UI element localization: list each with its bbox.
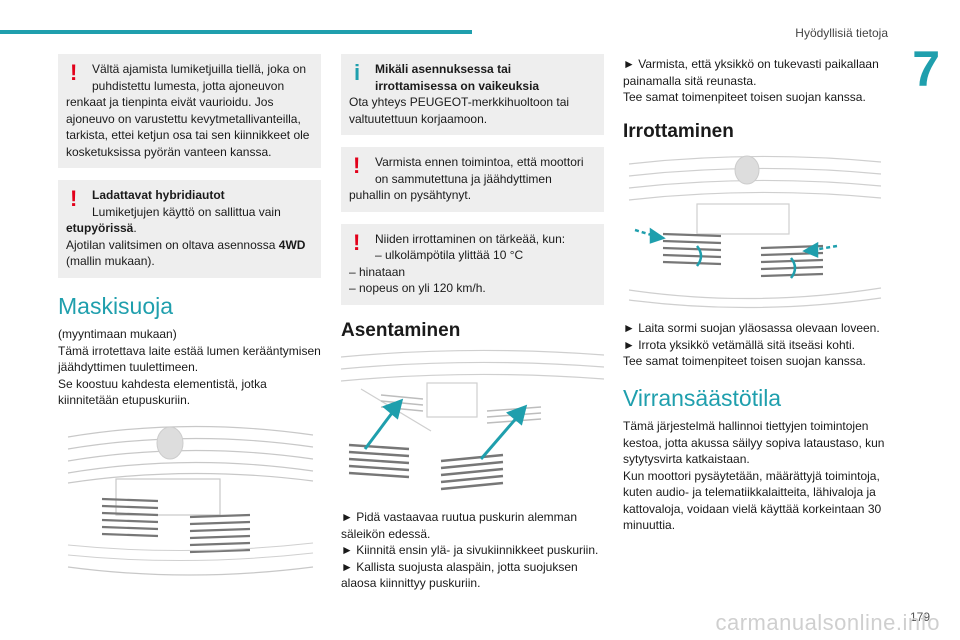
heading-virransaastotila: Virransäästötila (623, 384, 782, 411)
paragraph: Tee samat toimenpiteet toisen suojan kan… (623, 354, 866, 368)
paragraph: Tämä irrotettava laite estää lumen kerää… (58, 343, 321, 375)
section-title: Hyödyllisiä tietoja (795, 26, 888, 40)
info-icon: i (354, 60, 361, 85)
warning-text: Varmista ennen toimintoa, että moottori (375, 155, 584, 169)
warning-text: Lumiketjujen käyttö on sallittua vain (92, 204, 281, 219)
paragraph: Kun moottori pysäytetään, määrättyjä toi… (623, 468, 882, 533)
figure-removal (623, 150, 886, 310)
warning-text: Ajotilan valitsimen on oltava asennossa (66, 237, 279, 252)
header-accent-bar (0, 30, 472, 34)
instruction-step: ► Irrota yksikkö vetämällä sitä itseäsi … (623, 337, 855, 352)
instruction-step: ► Varmista, että yksikkö on tukevasti pa… (623, 57, 879, 88)
warning-box-snow-chains: ! Vältä ajamista lumiketjuilla tiellä, j… (58, 54, 321, 168)
column-3: ► Varmista, että yksikkö on tukevasti pa… (623, 54, 886, 534)
paragraph: Tee samat toimenpiteet toisen suojan kan… (623, 90, 866, 104)
exclamation-icon: ! (353, 153, 361, 178)
heading-asentaminen: Asentaminen (341, 319, 461, 341)
heading-irrottaminen: Irrottaminen (623, 120, 734, 142)
paragraph: Se koostuu kahdesta elementistä, jotka k… (58, 376, 267, 408)
instruction-step: ► Laita sormi suojan yläosassa olevaan l… (623, 321, 880, 335)
punctuation: . (133, 221, 137, 235)
warning-text: (mallin mukaan). (66, 254, 155, 268)
paragraph: (myyntimaan mukaan) (58, 327, 177, 341)
column-2: i Mikäli asennuksessa tai irrottamisessa… (341, 54, 604, 592)
warning-text: Vältä ajamista lumiketjuilla tiellä, jok… (92, 62, 307, 76)
page-number: 179 (909, 610, 930, 624)
info-title: Mikäli asennuksessa tai (375, 62, 512, 76)
warning-emphasis: 4WD (278, 237, 306, 252)
exclamation-icon: ! (70, 60, 78, 85)
warning-box-removal-conditions: ! Niiden irrottaminen on tärkeää, kun: –… (341, 223, 604, 305)
warning-text: Niiden irrottaminen on tärkeää, kun: (375, 231, 566, 246)
warning-text: on sammutettuna ja jäähdyttimen (375, 171, 552, 186)
chapter-number: 7 (912, 41, 940, 97)
paragraph: Tämä järjestelmä hallinnoi tiettyjen toi… (623, 419, 885, 466)
instruction-step: ► Pidä vastaavaa ruutua puskurin alemman… (341, 510, 578, 541)
warning-list-item: – ulkolämpötila ylittää 10 °C (375, 248, 524, 262)
instruction-step: ► Kiinnitä ensin ylä- ja sivukiinnikkeet… (341, 543, 599, 557)
figure-installation (341, 349, 604, 499)
heading-maskisuoja: Maskisuoja (58, 292, 174, 319)
info-title: irrottamisessa on vaikeuksia (375, 78, 540, 93)
warning-list-item: – nopeus on yli 120 km/h. (349, 281, 486, 295)
info-box-assistance: i Mikäli asennuksessa tai irrottamisessa… (341, 54, 604, 135)
warning-list-item: – hinataan (349, 264, 406, 279)
watermark: carmanualsonline.info (715, 610, 940, 635)
exclamation-icon: ! (70, 186, 78, 211)
warning-box-engine-off: ! Varmista ennen toimintoa, että moottor… (341, 147, 604, 212)
warning-text: puhallin on pysähtynyt. (349, 188, 472, 202)
warning-text: puhdistettu lumesta, jotta ajoneuvon (92, 78, 285, 93)
warning-box-hybrid: ! Ladattavat hybridiautot Lumiketjujen k… (58, 180, 321, 278)
warning-title: Ladattavat hybridiautot (92, 188, 225, 202)
figure-front-bumper-covers (58, 417, 321, 577)
warning-emphasis: etupyörissä (66, 221, 134, 235)
instruction-step: ► Kallista suojusta alaspäin, jotta suoj… (341, 559, 578, 591)
column-1: ! Vältä ajamista lumiketjuilla tiellä, j… (58, 54, 321, 587)
exclamation-icon: ! (353, 229, 361, 255)
warning-text: renkaat ja tienpinta eivät vaurioidu. Jo… (66, 95, 310, 159)
info-text: Ota yhteys PEUGEOT-merkkihuoltoon tai va… (349, 95, 570, 126)
